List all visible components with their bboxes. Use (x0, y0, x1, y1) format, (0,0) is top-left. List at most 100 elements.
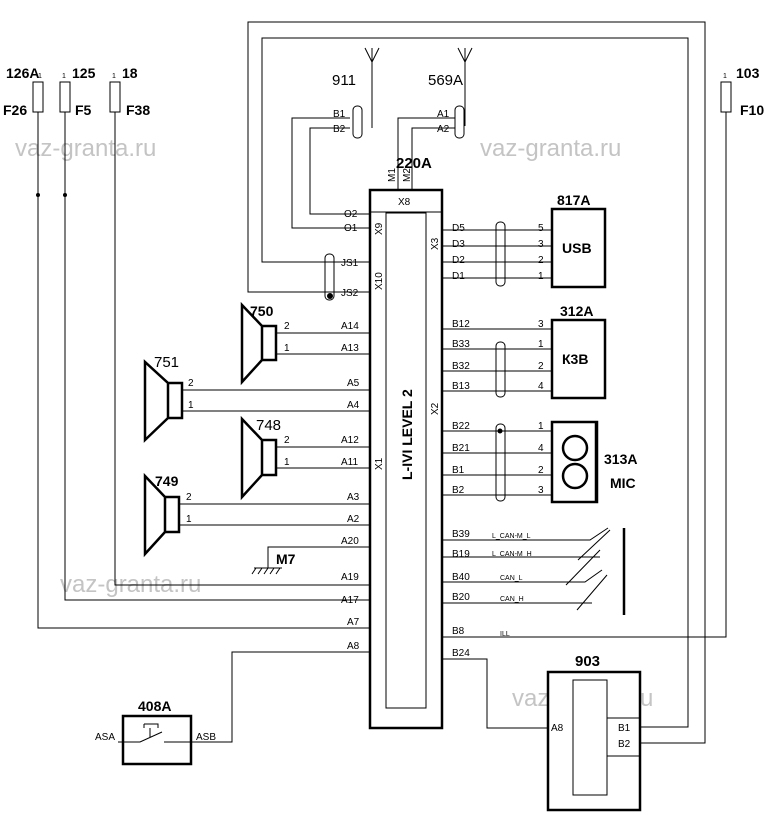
wire-o2 (309, 127, 370, 215)
connector-x9: X9 (374, 222, 385, 235)
wire-js1 (261, 37, 689, 728)
usb-box (550, 207, 607, 289)
module-pin: B2 (618, 739, 631, 750)
wire-a19 (114, 112, 370, 586)
mic-box (550, 420, 599, 504)
main-unit-title: L-IVI LEVEL 2 (399, 389, 415, 480)
pin-number: 5 (538, 223, 544, 234)
pin-label: D1 (452, 271, 465, 282)
fuse-name: F38 (126, 102, 150, 118)
pin-label: A12 (341, 435, 359, 446)
usb-817a: 817A USB D5 D3 D2 D1 5 3 2 1 (442, 192, 607, 289)
pin-label: B8 (452, 626, 465, 637)
antenna-icon (457, 47, 473, 126)
pin-label: B20 (452, 592, 470, 603)
mic-id: 313A (604, 451, 637, 467)
antenna-569a: 569A A1 A2 (428, 47, 473, 139)
speaker-pin: 1 (284, 457, 290, 468)
main-unit-inner (385, 212, 427, 709)
speaker-pin: 2 (284, 321, 290, 332)
pin-label: B19 (452, 549, 470, 560)
switch-pin: ASA (95, 732, 115, 743)
pin-label: B1 (452, 465, 465, 476)
signal-label: L_CAN-M_L (492, 533, 531, 540)
wire-a8 (118, 651, 370, 743)
speaker-icon (240, 415, 278, 501)
pin-number: 1 (538, 339, 544, 350)
connector-x3: X3 (430, 237, 441, 250)
usb-id: 817A (557, 192, 590, 208)
fuse-body (109, 81, 121, 113)
connector-x8: X8 (398, 197, 411, 208)
pin-label: A3 (347, 492, 360, 503)
fuse-body (720, 81, 732, 113)
k3b-label: К3В (562, 351, 588, 367)
fuse-name: F5 (75, 102, 92, 118)
pin-label: JS2 (341, 288, 359, 299)
speaker-pin: 1 (186, 514, 192, 525)
wire-o1 (291, 117, 370, 229)
pin-label: A7 (347, 617, 360, 628)
pin-label: B2 (452, 485, 465, 496)
module-id: 903 (575, 653, 600, 670)
watermark: vaz-granta.ru (480, 135, 621, 162)
fuse-id: 126A (6, 65, 39, 81)
speaker-pin: 1 (284, 343, 290, 354)
mic-label: MIC (610, 475, 636, 491)
pin-number: 4 (538, 443, 544, 454)
antenna-pin: A1 (437, 109, 450, 120)
pin-label: D5 (452, 223, 465, 234)
signal-label: CAN_H (500, 596, 524, 603)
fuse-pin: 1 (38, 73, 42, 80)
pin-label: D3 (452, 239, 465, 250)
mic-icon (561, 434, 589, 462)
pin-number: 3 (538, 239, 544, 250)
module-pin: A8 (551, 723, 564, 734)
pin-label: JS1 (341, 258, 359, 269)
main-unit-220a: 220A L-IVI LEVEL 2 X8 X9 X10 X1 X3 X2 M1… (368, 155, 444, 730)
fuse-pin: 1 (723, 73, 727, 80)
pin-number: 1 (538, 271, 544, 282)
main-unit-id: 220A (396, 155, 432, 172)
pin-label: A11 (341, 457, 358, 468)
pin-number: 3 (538, 485, 544, 496)
speaker-icon (143, 359, 184, 443)
signal-label: CAN_L (500, 575, 523, 582)
speaker-748: 748 2 1 (240, 415, 370, 501)
switch-id: 408A (138, 698, 171, 714)
fuse-body (32, 81, 44, 113)
switch-pin: ASB (196, 732, 216, 743)
pin-label: B22 (452, 421, 470, 432)
antenna-id: 569A (428, 72, 463, 89)
pin-label: B33 (452, 339, 470, 350)
ground-m7: M7 (251, 546, 370, 575)
speaker-pin: 2 (186, 492, 192, 503)
pin-label: B39 (452, 529, 470, 540)
antenna-input-m1: M1 (387, 168, 398, 182)
fuse-id: 18 (122, 65, 138, 81)
fuse-f38: 18 1 F38 (109, 65, 150, 118)
fuse-id: 103 (736, 65, 760, 81)
switch-icon (143, 723, 159, 737)
switch-box (121, 714, 193, 766)
antenna-id: 911 (332, 72, 356, 89)
pin-label: A13 (341, 343, 359, 354)
wire-m2 (411, 127, 455, 190)
main-unit-outer (368, 188, 444, 730)
k3b-312a: 312A К3В B12 B33 B32 B13 3 1 2 4 (442, 303, 607, 400)
speaker-id: 751 (154, 354, 179, 371)
wire-a17 (64, 112, 370, 601)
speaker-pin: 2 (188, 378, 194, 389)
pin-label: B12 (452, 319, 470, 330)
k3b-id: 312A (560, 303, 593, 319)
pin-label: B32 (452, 361, 470, 372)
pin-label: A20 (341, 536, 359, 547)
pin-label: A2 (347, 514, 360, 525)
fuse-f5: 125 1 F5 (59, 65, 96, 118)
k3b-box (550, 318, 607, 400)
watermark: vaz-granta.ru (15, 135, 156, 162)
pin-number: 3 (538, 319, 544, 330)
fuse-f10: 103 1 F10 (720, 65, 764, 118)
module-box (546, 670, 642, 812)
